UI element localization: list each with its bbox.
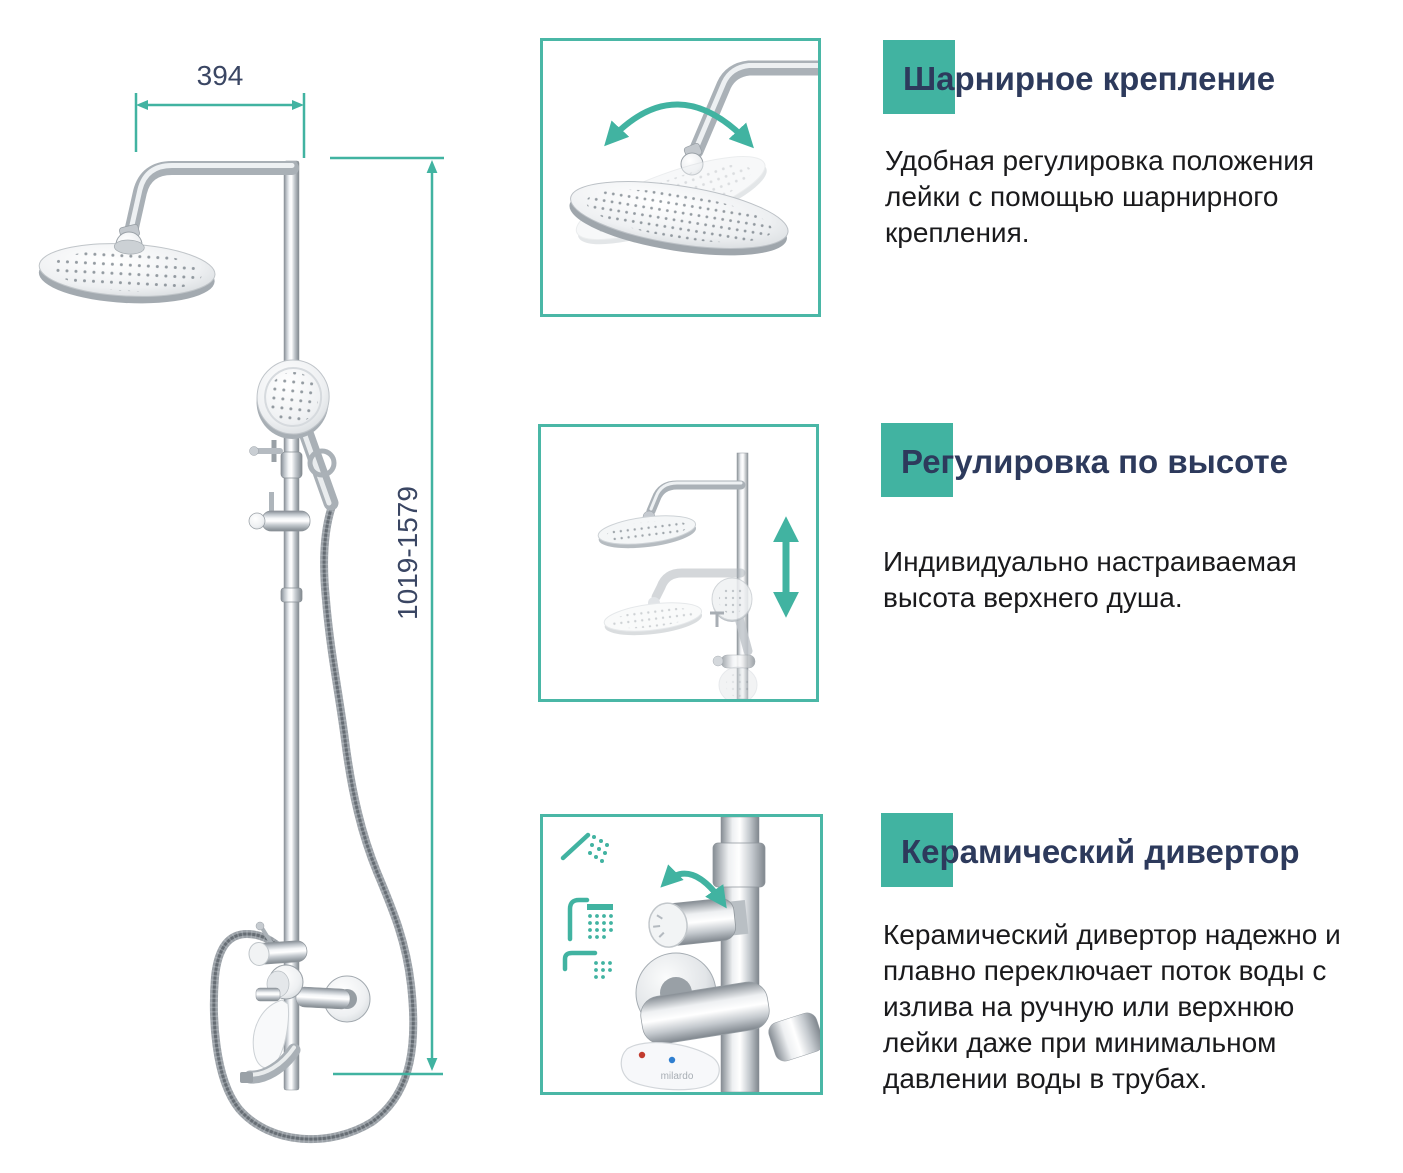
dimension-height-label: 1019-1579 — [392, 486, 423, 620]
description-line: излива на ручную или верхнюю — [883, 991, 1295, 1022]
feature-block-swivel-mount: Шарнирное крепление Удобная регулировка … — [883, 40, 1353, 360]
description-line: плавно переключает поток воды с — [883, 955, 1327, 986]
diverter-knob — [248, 940, 308, 966]
diverter-rotate-arrow-icon — [660, 864, 727, 909]
mixer-handle — [252, 999, 289, 1069]
accent-square — [881, 423, 953, 497]
hot-indicator-dot — [638, 1051, 646, 1059]
hand-shower-holder — [307, 448, 337, 478]
feature-block-ceramic-diverter: Керамический дивертор Керамический дивер… — [881, 813, 1351, 1133]
height-adjustment-illustration — [597, 452, 799, 699]
description-line: давлении воды в трубах. — [883, 1063, 1208, 1094]
description-line: Индивидуально настраиваемая — [883, 546, 1297, 577]
spout-mode-icon — [562, 950, 612, 979]
accent-square — [881, 813, 953, 887]
hand-shower-ghost — [710, 577, 756, 669]
description-line: лейки даже при минимальном — [883, 1027, 1277, 1058]
mixer-body-closeup: milardo — [620, 952, 820, 1091]
brand-label: milardo — [661, 1071, 694, 1082]
swivel-shower-head-illustration — [569, 60, 818, 256]
overhead-shower-head — [38, 239, 216, 304]
accent-square — [883, 40, 955, 114]
hand-shower-mode-icon — [560, 832, 609, 863]
description-line: Керамический дивертор надежно и — [883, 919, 1341, 950]
shower-hose — [209, 504, 418, 1144]
description-line: крепления. — [885, 217, 1030, 248]
pipe-collar — [712, 842, 766, 888]
hand-shower — [256, 359, 339, 511]
lower-position-shower-ghost — [603, 568, 746, 636]
feature-description: Индивидуально настраиваемая высота верхн… — [883, 544, 1297, 616]
swivel-arrow-icon — [604, 101, 754, 149]
lower-hand-shower-ghost — [718, 666, 758, 699]
mixer-handle-closeup — [620, 1042, 720, 1091]
ceramic-diverter-illustration: milardo — [560, 817, 820, 1092]
feature-title: Регулировка по высоте — [901, 443, 1289, 480]
feature-frame-swivel — [540, 38, 821, 317]
description-line: Удобная регулировка положения — [885, 145, 1315, 176]
shower-column-product-image — [38, 93, 444, 1144]
dimension-width-label: 394 — [196, 60, 244, 91]
description-line: лейки с помощью шарнирного — [885, 181, 1279, 212]
overhead-shower-mode-icon — [567, 897, 613, 942]
dimension-lines — [134, 93, 444, 1076]
feature-title: Керамический дивертор — [901, 833, 1300, 870]
feature-description: Керамический дивертор надежно и плавно п… — [883, 917, 1341, 1097]
feature-block-height-adjust: Регулировка по высоте Индивидуально наст… — [881, 423, 1351, 743]
cold-indicator-dot — [668, 1056, 676, 1064]
feature-title: Шарнирное крепление — [903, 60, 1276, 97]
column-slider-lever — [248, 440, 311, 532]
feature-frame-diverter: milardo — [540, 814, 823, 1095]
feature-description: Удобная регулировка положения лейки с по… — [885, 143, 1314, 251]
shower-head-tilted-front — [569, 181, 789, 256]
upper-position-shower — [597, 480, 746, 549]
feature-frame-height — [538, 424, 819, 702]
mixer-assembly — [240, 921, 371, 1084]
description-line: высота верхнего душа. — [883, 582, 1183, 613]
